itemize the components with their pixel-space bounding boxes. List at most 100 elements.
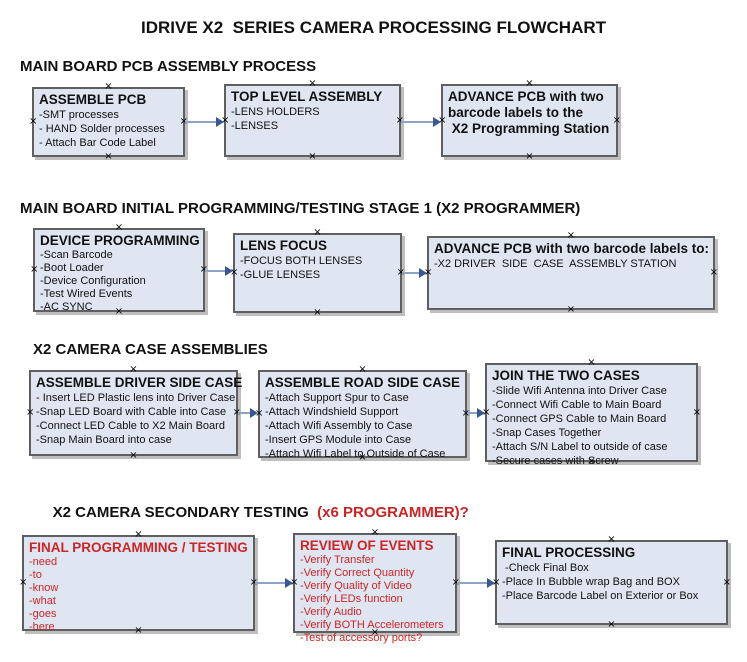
box-line: - Attach Bar Code Label	[39, 137, 156, 149]
connection-point-icon: ×	[612, 114, 621, 126]
arrow-line	[401, 121, 435, 123]
connection-point-icon: ×	[129, 364, 138, 375]
box-line: -Scan Barcode	[40, 249, 113, 261]
box-line: -LENSES	[231, 120, 279, 132]
box-line: -Attach S/N Label to outside of case	[492, 441, 668, 453]
connector-arrow	[255, 577, 293, 589]
box-assemble-road-side-case: ASSEMBLE ROAD SIDE CASE -Attach Support …	[255, 365, 470, 463]
box-final-processing: FINAL PROCESSING -Check Final Box -Place…	[492, 535, 731, 630]
connection-point-icon: ×	[722, 576, 731, 588]
box-lens-focus: LENS FOCUS -FOCUS BOTH LENSES -GLUE LENS…	[230, 228, 405, 318]
connection-point-icon: ×	[129, 450, 138, 461]
connection-point-icon: ×	[308, 78, 317, 89]
box-line: -Verify BOTH Accelerometers	[300, 619, 444, 631]
box-line: -Attach Wifi Label to Outside of Case	[265, 448, 446, 460]
box-line: -Slide Wifi Antenna into Driver Case	[492, 385, 667, 397]
section-heading-red-part: (x6 PROGRAMMER)?	[317, 504, 469, 521]
page-title: IDRIVE X2 SERIES CAMERA PROCESSING FLOWC…	[140, 18, 607, 37]
box-line: -Test Wired Events	[40, 288, 133, 300]
box-advance-pcb-driver-side: ADVANCE PCB with two barcode labels to: …	[424, 231, 718, 315]
connection-point-icon: ×	[692, 406, 701, 418]
connection-point-icon: ×	[358, 364, 367, 375]
box-title: X2 Programming Station	[448, 121, 610, 136]
connection-point-icon: ×	[313, 227, 322, 238]
box-assemble-driver-side-case: ASSEMBLE DRIVER SIDE CASE - Insert LED P…	[26, 365, 243, 461]
arrow-head-icon	[225, 266, 233, 276]
box-line: -Connect Wifi Cable to Main Board	[492, 399, 662, 411]
box-line: -goes	[29, 608, 57, 620]
box-title: DEVICE PROGRAMMING	[40, 233, 200, 248]
box-line: -Test of accessory ports?	[300, 632, 423, 644]
connector-arrow	[467, 407, 485, 419]
box-title: JOIN THE TWO CASES	[492, 368, 640, 383]
box-line: -here	[29, 621, 55, 633]
arrow-line	[467, 412, 479, 414]
box-advance-pcb-programming-station: ADVANCE PCB with two barcode labels to t…	[438, 79, 621, 162]
box-title: TOP LEVEL ASSEMBLY	[231, 89, 383, 104]
arrow-head-icon	[419, 268, 427, 278]
connection-point-icon: ×	[525, 78, 534, 89]
box-join-the-two-cases: JOIN THE TWO CASES -Slide Wifi Antenna i…	[482, 358, 701, 468]
section-heading-pcb-assembly: MAIN BOARD PCB ASSEMBLY PROCESS	[20, 58, 317, 75]
box-title: ASSEMBLE DRIVER SIDE CASE	[36, 375, 243, 390]
box-assemble-pcb: ASSEMBLE PCB -SMT processes - HAND Solde…	[29, 82, 188, 162]
connection-point-icon: ×	[607, 534, 616, 545]
arrow-line	[457, 582, 489, 584]
box-line: -Verify Correct Quantity	[300, 567, 415, 579]
section-heading-secondary-testing: X2 CAMERA SECONDARY TESTING (x6 PROGRAMM…	[36, 487, 469, 538]
box-line: -Place In Bubble wrap Bag and BOX	[502, 576, 680, 588]
box-line: -Verify LEDs function	[300, 593, 403, 605]
box-line: -Check Final Box	[502, 562, 589, 574]
box-line: -X2 DRIVER SIDE CASE ASSEMBLY STATION	[434, 258, 677, 270]
connection-point-icon: ×	[525, 151, 534, 162]
box-line: -SMT processes	[39, 109, 119, 121]
box-line: - Insert LED Plastic lens into Driver Ca…	[36, 392, 236, 404]
section-heading-black-part: X2 CAMERA SECONDARY TESTING	[52, 504, 318, 521]
connection-point-icon: ×	[114, 222, 124, 233]
connection-point-icon: ×	[313, 307, 322, 318]
box-line: -AC SYNC	[40, 301, 93, 313]
arrow-head-icon	[433, 117, 441, 127]
arrow-line	[238, 412, 252, 414]
box-line: -Device Configuration	[40, 275, 146, 287]
box-line: -Boot Loader	[40, 262, 104, 274]
box-line: -Attach Support Spur to Case	[265, 392, 409, 404]
connection-point-icon: ×	[607, 619, 616, 630]
arrow-line	[255, 582, 287, 584]
box-line: -what	[29, 595, 56, 607]
box-line: -Attach Windshield Support	[265, 406, 399, 418]
connection-point-icon: ×	[19, 577, 28, 588]
connector-arrow	[185, 116, 224, 128]
box-title: ASSEMBLE ROAD SIDE CASE	[265, 375, 461, 390]
arrow-line	[205, 270, 227, 272]
connection-point-icon: ×	[30, 264, 39, 275]
box-title: ASSEMBLE PCB	[39, 92, 147, 107]
box-title: ADVANCE PCB with two	[448, 89, 604, 104]
box-line: -GLUE LENSES	[240, 269, 321, 281]
box-line: -Attach Wifi Assembly to Case	[265, 420, 413, 432]
connector-arrow	[457, 577, 495, 589]
box-line: -Insert GPS Module into Case	[265, 434, 412, 446]
box-line: -Snap Cases Together	[492, 427, 602, 439]
connector-arrow	[402, 267, 427, 279]
box-line: -to	[29, 569, 42, 581]
box-title: FINAL PROCESSING	[502, 545, 636, 560]
connection-point-icon: ×	[587, 357, 596, 368]
arrow-line	[402, 272, 421, 274]
box-line: -need	[29, 556, 58, 568]
box-title: LENS FOCUS	[240, 238, 328, 253]
box-line: -LENS HOLDERS	[231, 106, 320, 118]
box-line: -Secure cases with Screw	[492, 455, 619, 467]
connection-point-icon: ×	[104, 81, 113, 92]
box-line: -Place Barcode Label on Exterior or Box	[502, 590, 699, 602]
box-line: -FOCUS BOTH LENSES	[240, 255, 363, 267]
arrow-head-icon	[250, 408, 258, 418]
arrow-line	[185, 121, 218, 123]
connector-arrow	[238, 407, 258, 419]
box-line: -Connect LED Cable to X2 Main Board	[36, 420, 225, 432]
box-title: REVIEW OF EVENTS	[300, 538, 434, 553]
section-heading-case-assemblies: X2 CAMERA CASE ASSEMBLIES	[33, 341, 268, 358]
connection-point-icon: ×	[709, 267, 718, 278]
connection-point-icon: ×	[308, 151, 317, 162]
box-title: FINAL PROGRAMMING / TESTING	[29, 540, 248, 555]
